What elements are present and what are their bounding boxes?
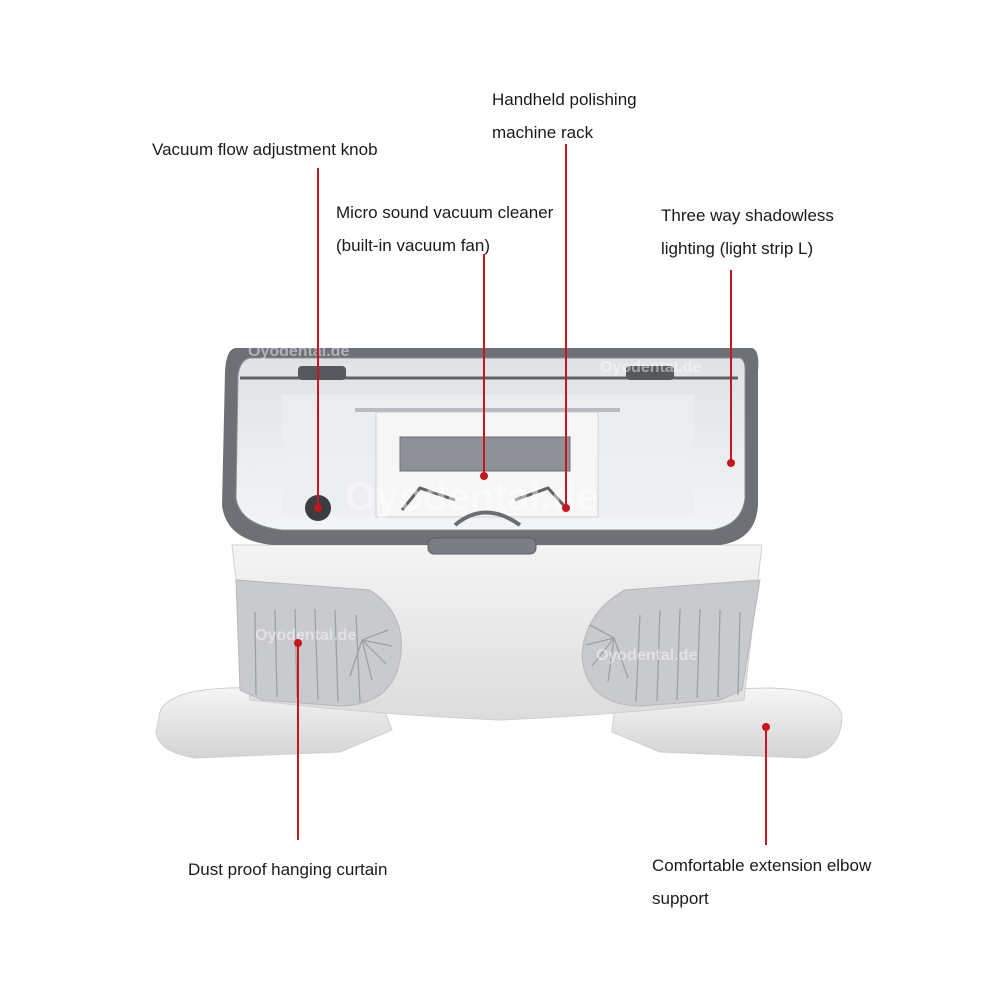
label-polishing-rack: Handheld polishing machine rack xyxy=(492,83,637,149)
watermarks: Oyodental.de Oyodental.de Oyodental.de O… xyxy=(248,343,701,664)
label-dust-curtain: Dust proof hanging curtain xyxy=(188,853,387,886)
hinge-left xyxy=(298,366,346,380)
pointer-lighting xyxy=(727,270,735,467)
label-elbow-support-line-1: Comfortable extension elbow xyxy=(652,856,872,875)
label-polishing-rack-line-2: machine rack xyxy=(492,123,594,142)
dust-curtain-left xyxy=(254,608,393,703)
lid-handle xyxy=(427,537,537,555)
watermark-1: Oyodental.de xyxy=(248,343,349,360)
watermark-3: Oyodental.de xyxy=(345,475,598,519)
label-shadowless-lighting-line-1: Three way shadowless xyxy=(661,206,834,225)
label-vacuum-flow-knob: Vacuum flow adjustment knob xyxy=(152,133,378,166)
label-shadowless-lighting-line-2: lighting (light strip L) xyxy=(661,239,814,258)
pointer-knob xyxy=(314,168,322,512)
label-vacuum-cleaner-line-1: Micro sound vacuum cleaner xyxy=(336,203,554,222)
label-polishing-rack-line-1: Handheld polishing xyxy=(492,90,637,109)
label-vacuum-flow-knob-line-1: Vacuum flow adjustment knob xyxy=(152,140,378,159)
label-elbow-support: Comfortable extension elbow support xyxy=(652,849,871,915)
hinge-right xyxy=(626,366,674,380)
label-shadowless-lighting: Three way shadowless lighting (light str… xyxy=(661,199,834,265)
watermark-4: Oyodental.de xyxy=(255,627,356,644)
pointer-cleaner xyxy=(480,254,488,480)
label-vacuum-cleaner: Micro sound vacuum cleaner (built-in vac… xyxy=(336,196,553,262)
watermark-2: Oyodental.de xyxy=(600,359,701,376)
label-elbow-support-line-2: support xyxy=(652,889,709,908)
label-vacuum-cleaner-line-2: (built-in vacuum fan) xyxy=(336,236,491,255)
pointer-curtain xyxy=(294,639,302,840)
top-glass-frame xyxy=(222,348,759,555)
watermark-5: Oyodental.de xyxy=(596,647,697,664)
base-body xyxy=(231,544,763,721)
pointer-elbow xyxy=(762,723,770,845)
pointer-rack xyxy=(562,144,570,512)
dust-curtain-right xyxy=(585,608,741,703)
arm-opening-left xyxy=(235,579,402,707)
label-dust-curtain-line-1: Dust proof hanging curtain xyxy=(188,860,388,879)
